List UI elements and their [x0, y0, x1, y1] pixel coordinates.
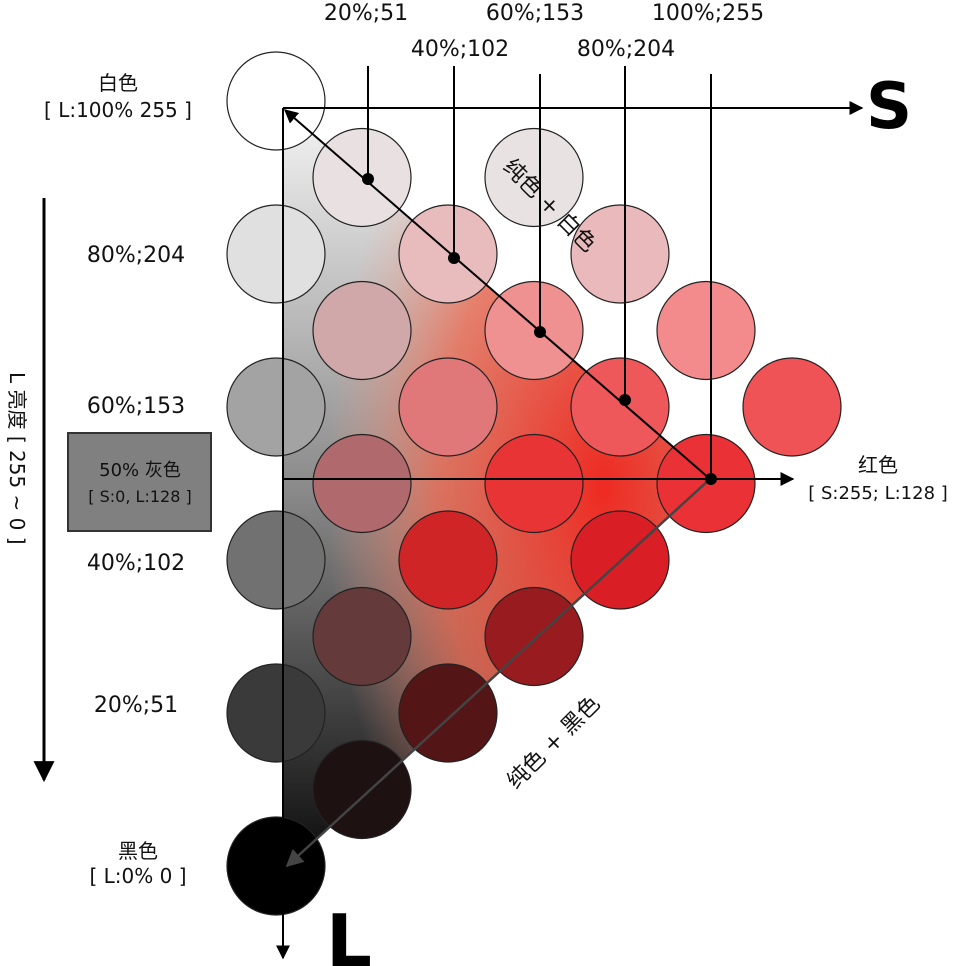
- white-value: [ L:100% 255 ]: [44, 98, 192, 122]
- left-label-20: 20%;51: [94, 693, 178, 718]
- gray-box: [67, 432, 212, 532]
- color-circle: [570, 357, 670, 457]
- gray-box-value: [ S:0, L:128 ]: [88, 487, 191, 506]
- black-value: [ L:0% 0 ]: [89, 864, 186, 888]
- color-circle: [570, 204, 670, 304]
- color-circle: [226, 663, 326, 763]
- marker-dots: [362, 173, 717, 485]
- color-circle: [226, 51, 326, 151]
- leader-lines: [367, 66, 712, 478]
- left-label-60: 60%;153: [87, 394, 185, 419]
- color-circle: [226, 510, 326, 610]
- black-name: 黑色: [118, 839, 158, 863]
- red-value: [ S:255; L:128 ]: [808, 483, 948, 504]
- color-circle: [398, 663, 498, 763]
- s-axis-label: S: [866, 70, 912, 144]
- color-circle: [398, 510, 498, 610]
- white-name: 白色: [98, 71, 138, 95]
- left-label-40: 40%;102: [87, 551, 185, 576]
- lightness-label: L 亮度 [ 255 ~ 0 ]: [5, 372, 29, 545]
- top-label-60: 60%;153: [486, 1, 584, 26]
- color-circle: [656, 280, 756, 381]
- top-label-40: 40%;102: [411, 37, 509, 62]
- shade-label: 纯色 + 黑色: [503, 691, 606, 794]
- color-circle: [226, 204, 326, 304]
- top-label-80: 80%;204: [577, 37, 675, 62]
- color-circle: [742, 357, 842, 457]
- red-name: 红色: [858, 453, 898, 477]
- top-label-100: 100%;255: [652, 1, 764, 26]
- color-circle: [312, 586, 412, 687]
- color-circle: [226, 357, 326, 457]
- left-label-80: 80%;204: [87, 243, 185, 268]
- color-circle: [312, 433, 412, 534]
- color-circle: [312, 280, 412, 381]
- color-circle: [226, 816, 326, 916]
- color-circle: [484, 433, 584, 534]
- color-circle: [398, 357, 498, 457]
- color-circle: [484, 127, 584, 228]
- shade-diagonal-arrow: [285, 478, 711, 868]
- color-circle: [312, 739, 412, 840]
- color-circle: [398, 204, 498, 304]
- top-label-20: 20%;51: [324, 1, 408, 26]
- l-axis-label: L: [326, 899, 372, 966]
- gray-box-name: 50% 灰色: [99, 460, 181, 481]
- tint-diagonal-arrow: [283, 109, 711, 480]
